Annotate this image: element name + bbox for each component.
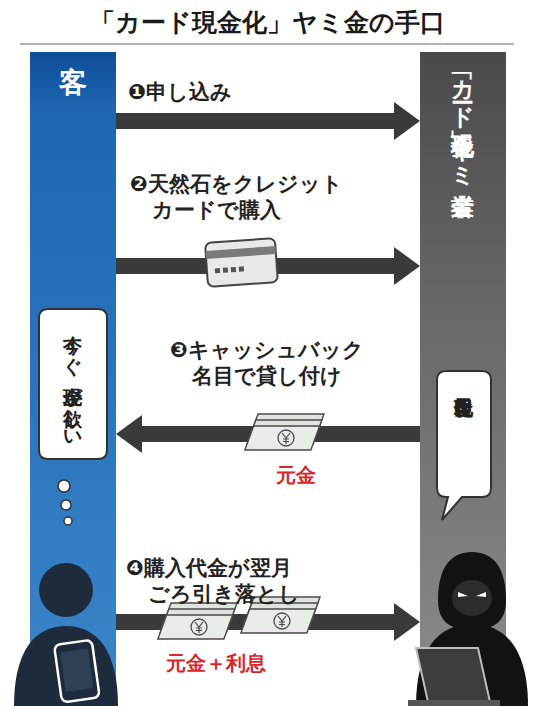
arrow-label: ❶申し込み — [128, 80, 398, 106]
credit-card-icon — [205, 238, 278, 287]
bubble-outline — [436, 370, 492, 522]
bubble-outline-path — [39, 309, 107, 459]
flow-arrow — [116, 247, 420, 285]
arrow-label: ❹購入代金が翌月 ごろ引き落とし — [126, 556, 396, 607]
bubble-text: 今すぐ 現金が欲しい — [61, 322, 85, 439]
text-holder: 客 — [30, 64, 116, 102]
speech-bubble: 即日現金化 — [436, 370, 492, 522]
actor-band: 「カード現金化」 ヤミ金業者即日現金化 — [420, 52, 506, 706]
text-holder: 「カード現金化」 ヤミ金業者 — [420, 64, 506, 260]
arrow-label: ❸キャッシュバック 名目で貸し付け — [170, 338, 410, 389]
title-rule — [20, 43, 514, 45]
band-heading: 客 — [59, 64, 87, 102]
amount-label: 元金 — [276, 462, 316, 489]
bubble-outline-path — [437, 371, 491, 520]
text-holder: 今すぐ 現金が欲しい — [38, 322, 108, 439]
flow-arrow — [116, 603, 420, 641]
actor-band: 客今すぐ 現金が欲しい — [30, 52, 116, 706]
speech-bubble: 今すぐ 現金が欲しい — [38, 308, 108, 460]
flow-arrow — [116, 415, 420, 453]
arrow-label: ❷天然石をクレジット カードで購入 — [130, 172, 400, 223]
amount-label: 元金＋利息 — [166, 650, 266, 677]
flow-arrow — [116, 102, 420, 140]
money-stack-icon — [158, 603, 237, 639]
band-heading: 「カード現金化」 ヤミ金業者 — [449, 64, 477, 260]
diagram-title: 「カード現金化」ヤミ金の手口 — [0, 6, 534, 39]
money-stack-icon — [245, 414, 324, 450]
